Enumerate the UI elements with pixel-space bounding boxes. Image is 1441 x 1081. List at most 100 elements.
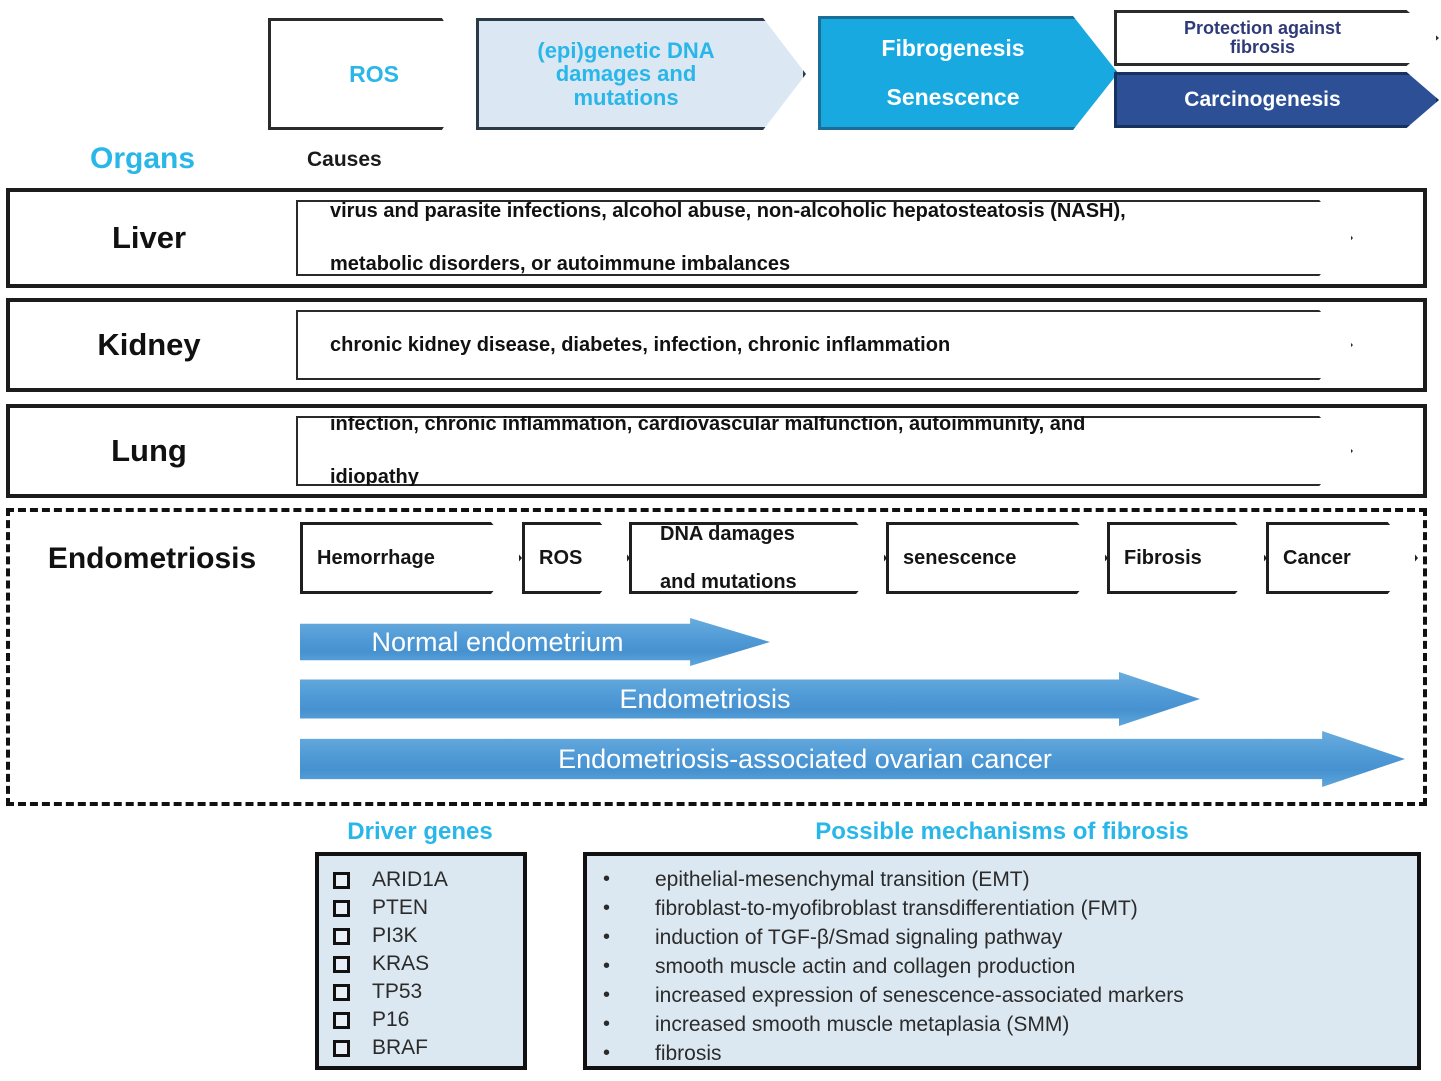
organ-label-liver: Liver: [111, 220, 187, 255]
organ-label-endometriosis: Endometriosis: [47, 542, 257, 575]
organ-label-lung: Lung: [111, 433, 187, 468]
cause-text-lung: infection, chronic inflammation, cardiov…: [298, 413, 1225, 489]
mechanism-label: fibroblast-to-myofibroblast transdiffere…: [655, 897, 1138, 920]
cause-kidney-line-1: chronic kidney disease, diabetes, infect…: [330, 333, 951, 356]
dna-line-1: (epi)genetic DNA: [537, 38, 715, 64]
gene-label: PTEN: [372, 896, 429, 919]
pathway-step-fibrogenesis: Fibrogenesis Senescence: [818, 16, 1118, 130]
protection-line-1: Protection against: [1183, 17, 1342, 38]
pathway-step-dna-damage-text: (epi)genetic DNA damages and mutations: [537, 39, 744, 109]
pathway-step-ros-label: ROS: [349, 60, 399, 87]
checkbox-icon[interactable]: [333, 871, 350, 889]
column-header-organs: Organs: [90, 142, 196, 175]
endo-step-hemorrhage: Hemorrhage: [300, 522, 522, 594]
mechanism-label: increased expression of senescence-assoc…: [655, 984, 1184, 1007]
endo-step-ros-label: ROS: [539, 547, 583, 569]
mechanism-list-item: • epithelial-mesenchymal transition (EMT…: [587, 866, 1417, 895]
mechanism-list-item: • induction of TGF-β/Smad signaling path…: [587, 924, 1417, 953]
mechanism-list-item: • smooth muscle actin and collagen produ…: [587, 953, 1417, 982]
progression-arrow-normal-endometrium-label: Normal endometrium: [371, 626, 624, 657]
cause-arrow-lung: infection, chronic inflammation, cardiov…: [296, 416, 1353, 486]
pathway-outcome-protection-text: Protection against fibrosis: [1183, 17, 1369, 57]
fibrogenesis-line-1: Fibrogenesis: [881, 35, 1025, 62]
bullet-icon: •: [603, 984, 611, 1006]
endo-step-hemorrhage-label: Hemorrhage: [317, 547, 435, 569]
cause-liver-line-2: metabolic disorders, or autoimmune imbal…: [330, 253, 791, 276]
bullet-icon: •: [603, 1013, 611, 1035]
mechanisms-panel: • epithelial-mesenchymal transition (EMT…: [583, 852, 1421, 1070]
mechanism-list-item: • fibrosis: [587, 1040, 1417, 1069]
gene-list-item[interactable]: TP53: [319, 978, 523, 1006]
endo-dna-line-2: and mutations: [660, 571, 797, 593]
progression-arrow-ovarian-cancer-label: Endometriosis-associated ovarian cancer: [558, 743, 1052, 774]
progression-arrow-endometriosis: Endometriosis: [300, 672, 1200, 726]
pathway-step-dna-damage: (epi)genetic DNA damages and mutations: [476, 18, 806, 130]
gene-label: KRAS: [372, 952, 430, 975]
gene-list-item[interactable]: P16: [319, 1006, 523, 1034]
cause-lung-line-1: infection, chronic inflammation, cardiov…: [330, 413, 1086, 436]
fibrogenesis-line-2: Senescence: [886, 84, 1020, 111]
endo-step-cancer-label: Cancer: [1283, 547, 1351, 569]
pathway-step-ros: ROS: [268, 18, 480, 130]
cause-arrow-kidney: chronic kidney disease, diabetes, infect…: [296, 310, 1353, 380]
endo-step-senescence: senescence: [886, 522, 1108, 594]
endo-step-fibrosis: Fibrosis: [1107, 522, 1267, 594]
bullet-icon: •: [603, 926, 611, 948]
cause-arrow-liver: virus and parasite infections, alcohol a…: [296, 200, 1353, 276]
mechanism-label: fibrosis: [655, 1042, 722, 1065]
endo-step-dna-damages-text: DNA damages and mutations: [632, 522, 797, 594]
checkbox-icon[interactable]: [333, 1011, 350, 1029]
checkbox-icon[interactable]: [333, 927, 350, 945]
mechanism-list-item: • fibroblast-to-myofibroblast transdiffe…: [587, 895, 1417, 924]
dna-line-3: mutations: [573, 84, 679, 110]
driver-genes-panel: ARID1A PTEN PI3K KRAS TP53 P16 BRAF: [315, 852, 527, 1070]
cause-text-kidney: chronic kidney disease, diabetes, infect…: [298, 332, 1090, 358]
gene-label: TP53: [372, 980, 423, 1003]
mechanism-list-item: • increased expression of senescence-ass…: [587, 982, 1417, 1011]
endo-step-senescence-label: senescence: [903, 547, 1017, 569]
gene-list-item[interactable]: BRAF: [319, 1034, 523, 1062]
column-header-causes: Causes: [307, 148, 382, 171]
mechanisms-title: Possible mechanisms of fibrosis: [815, 818, 1189, 845]
gene-list-item[interactable]: PI3K: [319, 922, 523, 950]
mechanism-label: epithelial-mesenchymal transition (EMT): [655, 868, 1030, 891]
progression-arrow-endometriosis-label: Endometriosis: [619, 683, 791, 714]
gene-list-item[interactable]: PTEN: [319, 894, 523, 922]
checkbox-icon[interactable]: [333, 1039, 350, 1057]
pathway-outcome-carcinogenesis: Carcinogenesis: [1114, 72, 1439, 128]
cause-lung-line-2: idiopathy: [330, 466, 419, 489]
bullet-icon: •: [603, 955, 611, 977]
gene-label: ARID1A: [372, 868, 448, 891]
organ-label-kidney: Kidney: [97, 327, 201, 362]
gene-label: PI3K: [372, 924, 418, 947]
pathway-step-fibrogenesis-text: Fibrogenesis Senescence: [881, 35, 1054, 111]
bullet-icon: •: [603, 897, 611, 919]
mechanism-label: smooth muscle actin and collagen product…: [655, 955, 1076, 978]
mechanism-list-item: • increased smooth muscle metaplasia (SM…: [587, 1011, 1417, 1040]
driver-genes-title: Driver genes: [347, 818, 493, 845]
endo-step-cancer: Cancer: [1266, 522, 1418, 594]
cause-liver-line-1: virus and parasite infections, alcohol a…: [330, 200, 1126, 223]
dna-line-2: damages and: [555, 61, 697, 87]
mechanisms-list: • epithelial-mesenchymal transition (EMT…: [587, 856, 1417, 1069]
progression-arrow-normal-endometrium: Normal endometrium: [300, 618, 770, 666]
progression-arrow-ovarian-cancer: Endometriosis-associated ovarian cancer: [300, 731, 1405, 787]
bullet-icon: •: [603, 1042, 611, 1064]
mechanism-label: increased smooth muscle metaplasia (SMM): [655, 1013, 1070, 1036]
cause-text-liver: virus and parasite infections, alcohol a…: [298, 200, 1266, 276]
checkbox-icon[interactable]: [333, 983, 350, 1001]
mechanism-label: induction of TGF-β/Smad signaling pathwa…: [655, 926, 1063, 949]
pathway-outcome-protection: Protection against fibrosis: [1114, 10, 1439, 66]
checkbox-icon[interactable]: [333, 899, 350, 917]
gene-list-item[interactable]: KRAS: [319, 950, 523, 978]
gene-label: P16: [372, 1008, 410, 1031]
bullet-icon: •: [603, 868, 611, 890]
protection-line-2: fibrosis: [1229, 37, 1295, 57]
gene-label: BRAF: [372, 1036, 429, 1059]
endo-step-dna-damages: DNA damages and mutations: [629, 522, 887, 594]
endo-step-fibrosis-label: Fibrosis: [1124, 547, 1202, 569]
driver-genes-list: ARID1A PTEN PI3K KRAS TP53 P16 BRAF: [319, 856, 523, 1062]
endo-dna-line-1: DNA damages: [660, 523, 795, 545]
gene-list-item[interactable]: ARID1A: [319, 866, 523, 894]
checkbox-icon[interactable]: [333, 955, 350, 973]
